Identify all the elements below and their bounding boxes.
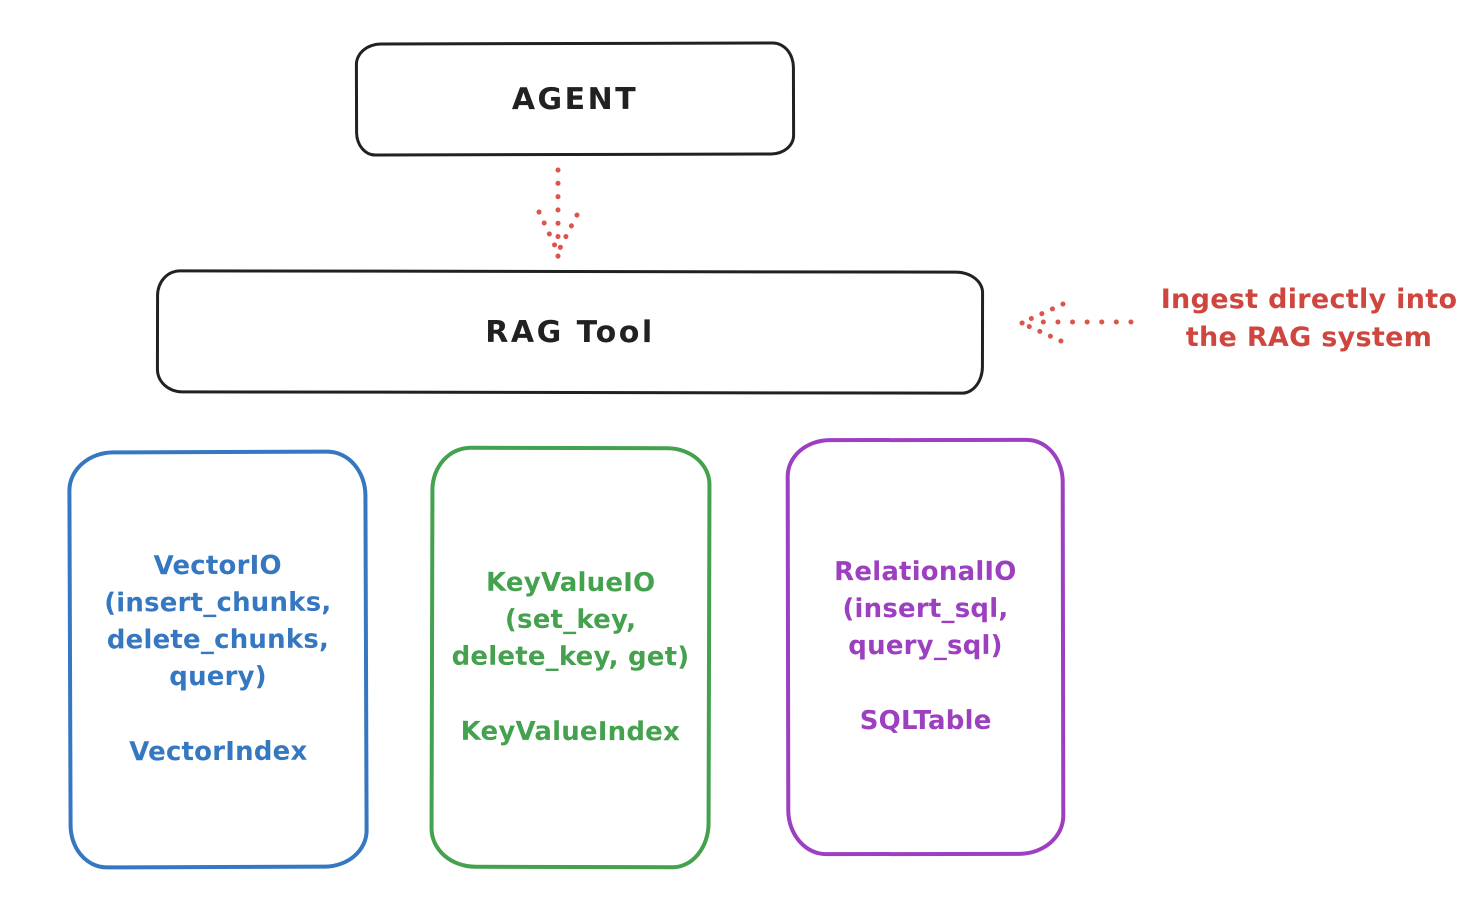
vectorio-index-label: VectorIndex — [129, 736, 308, 768]
keyvalueio-method-line: (set_key, — [504, 604, 637, 635]
relationalio-title: RelationalIO — [834, 556, 1017, 588]
agent-label: AGENT — [511, 81, 639, 117]
relationalio-method-line: (insert_sql, — [842, 593, 1009, 625]
rag-tool-label: RAG Tool — [485, 314, 655, 350]
vectorio-method-line: delete_chunks, — [106, 624, 330, 656]
relationalio-text: RelationalIO (insert_sql, query_sql) — [834, 554, 1017, 665]
ingest-annotation: Ingest directly into the RAG system — [1143, 281, 1475, 357]
vectorio-node: VectorIO (insert_chunks, delete_chunks, … — [67, 449, 369, 870]
agent-node: AGENT — [354, 41, 796, 157]
agent-to-rag-arrow — [536, 167, 580, 259]
keyvalueio-method-line: delete_key, get) — [451, 641, 690, 672]
vectorio-method-line: query) — [169, 661, 267, 693]
relationalio-node: RelationalIO (insert_sql, query_sql) SQL… — [785, 437, 1066, 857]
vectorio-method-line: (insert_chunks, — [104, 587, 332, 619]
rag-tool-node: RAG Tool — [155, 269, 985, 395]
vectorio-text: VectorIO (insert_chunks, delete_chunks, … — [104, 548, 332, 697]
annotation-line-2: the RAG system — [1185, 322, 1433, 353]
vectorio-title: VectorIO — [153, 550, 282, 582]
annotation-line-1: Ingest directly into — [1160, 284, 1458, 315]
ingest-annotation-arrow — [1019, 301, 1134, 344]
keyvalueio-node: KeyValueIO (set_key, delete_key, get) Ke… — [429, 445, 712, 870]
keyvalueio-index-label: KeyValueIndex — [460, 716, 681, 747]
relationalio-index-label: SQLTable — [859, 705, 992, 737]
relationalio-method-line: query_sql) — [848, 630, 1003, 662]
keyvalueio-text: KeyValueIO (set_key, delete_key, get) — [452, 564, 690, 676]
keyvalueio-title: KeyValueIO — [485, 567, 656, 598]
